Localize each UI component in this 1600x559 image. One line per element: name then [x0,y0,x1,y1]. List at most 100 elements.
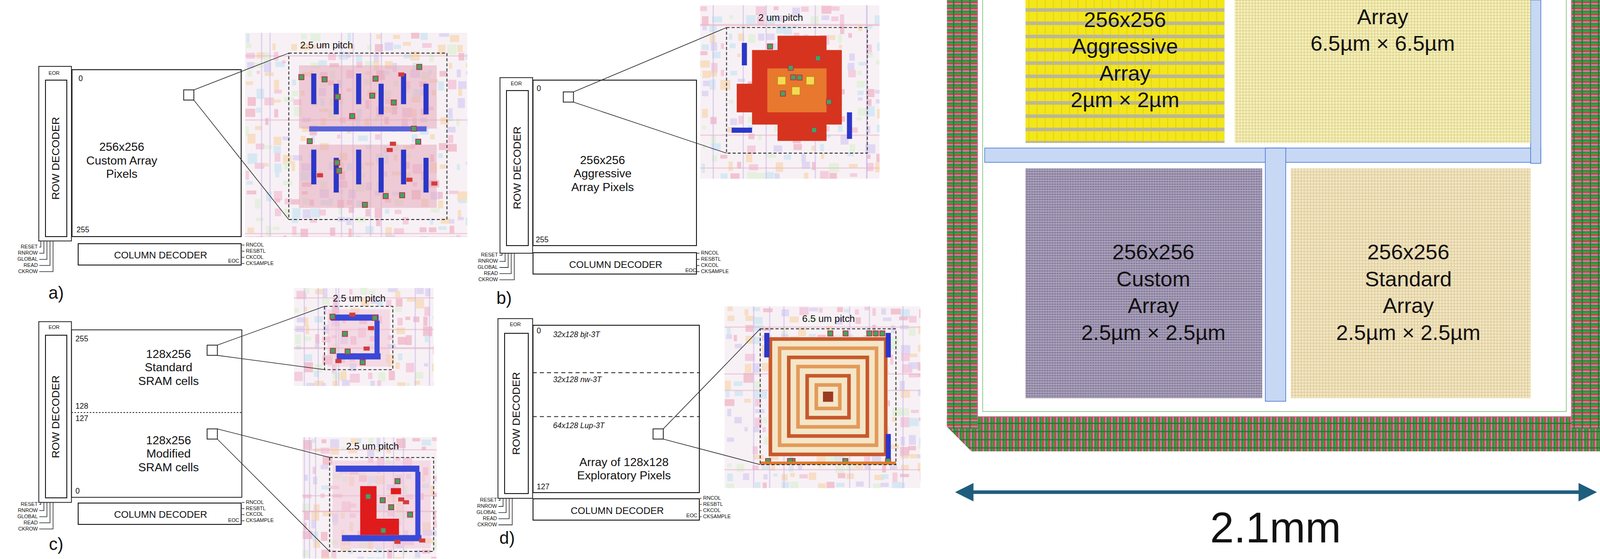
layout-shape [728,161,733,172]
layout-shape [272,43,276,51]
contact-square [307,138,313,144]
annotation-label: CKCOL [245,511,264,518]
layout-shape [246,33,250,43]
layout-shape [313,504,320,512]
annotation-label: CKROW [478,276,498,283]
layout-shape [300,228,308,237]
custom-array-fill [1025,168,1263,398]
annotation-label: a) [48,283,64,303]
layout-shape [899,380,905,391]
annotation-label: EOR [48,70,60,77]
poly-shape [363,346,370,351]
layout-shape [737,78,745,82]
layout-shape [829,35,836,40]
center-contact [822,391,834,402]
modified-poly-shape [390,487,402,494]
layout-shape [917,445,921,449]
layout-shape [766,33,775,41]
layout-shape [415,298,425,309]
layout-shape [439,71,448,77]
signal-wire [241,507,245,509]
annotation-label: CKROW [477,521,498,528]
metal-bar [400,149,407,185]
layout-shape [394,556,402,559]
signal-wire [39,240,54,272]
layout-shape [724,380,731,390]
annotation-label: CKSAMPLE [703,513,732,520]
contact-square [842,330,849,336]
layout-shape [320,531,328,541]
layout-shape [422,43,432,48]
node-text-group: Array6.5µm × 6.5µm [1310,3,1456,58]
annotation-label: EOR [509,321,521,328]
annotation-label: CKCOL [703,507,721,514]
contact-square [336,168,342,174]
routing-strip [1530,0,1542,164]
layout-shape [702,70,711,78]
layout-shape [840,14,845,25]
layout-shape [247,227,254,233]
layout-shape [284,161,291,170]
layout-shape [304,511,309,520]
annotation-label: 2.5 um pitch [345,440,399,452]
layout-shape [811,145,815,151]
diffusion-region [298,144,437,208]
annotation-label: 2.5 um pitch [299,39,353,51]
layout-shape [734,390,743,396]
layout-shape [300,135,306,142]
annotation-label: RNCOL [245,242,264,248]
layout-shape [272,226,280,230]
annotation-label: 255 [76,225,90,235]
layout-shape [292,79,297,86]
layout-shape [449,190,459,194]
layout-shape [456,69,462,78]
signal-wire [499,253,508,268]
annotation-label: CKCOL [245,254,264,261]
contact-square [365,493,371,499]
implant-shape [767,68,827,113]
signal-wire [699,497,702,498]
node-label: COLUMN DECODER [114,249,208,262]
layout-shape [397,381,406,386]
layout-shape [393,44,402,49]
annotation-label: 127 [536,482,550,491]
contact-square [342,331,348,337]
layout-shape [831,16,839,22]
layout-shape [465,198,468,203]
layout-shape [789,316,799,323]
layout-shape [245,108,256,117]
layout-shape [458,88,462,96]
layout-shape [397,352,403,361]
signal-wire [39,502,51,523]
row-decoder-box: ROW DECODER [506,90,529,247]
layout-shape [881,473,889,479]
layout-shape [254,162,265,169]
layout-shape [908,315,917,323]
chip-array-block: 256x256 Custom Array2.5µm × 2.5µm [1025,168,1263,398]
chip-array-block: 256x256 Standard Array2.5µm × 2.5µm [1290,168,1531,398]
node-label: 256x256 Custom Array [1112,238,1195,320]
layout-shape [874,15,880,25]
annotation-label: 32x128 nw-3T [552,375,602,384]
poly-shape [335,358,342,363]
layout-shape [908,417,920,426]
layout-shape [775,162,784,172]
node-label: 2.5µm × 2.5µm [1081,319,1226,347]
layout-shape [801,153,806,162]
dimension-arrowhead [1578,482,1598,502]
layout-shape [837,472,846,479]
node-label: 128x256 Modified SRAM cells [135,433,203,474]
layout-shape [856,117,862,121]
layout-shape [801,6,809,12]
signal-wire [699,509,702,511]
array-box: 256x256 Custom Array Pixels [71,69,243,237]
layout-shape [322,288,328,298]
layout-shape [304,317,309,327]
poly-shape [316,172,324,178]
layout-shape [355,54,362,63]
layout-shape [734,343,743,349]
guard-ring [779,347,877,445]
signal-wire [241,501,245,503]
signal-wire [696,252,700,254]
layout-shape [872,307,877,316]
